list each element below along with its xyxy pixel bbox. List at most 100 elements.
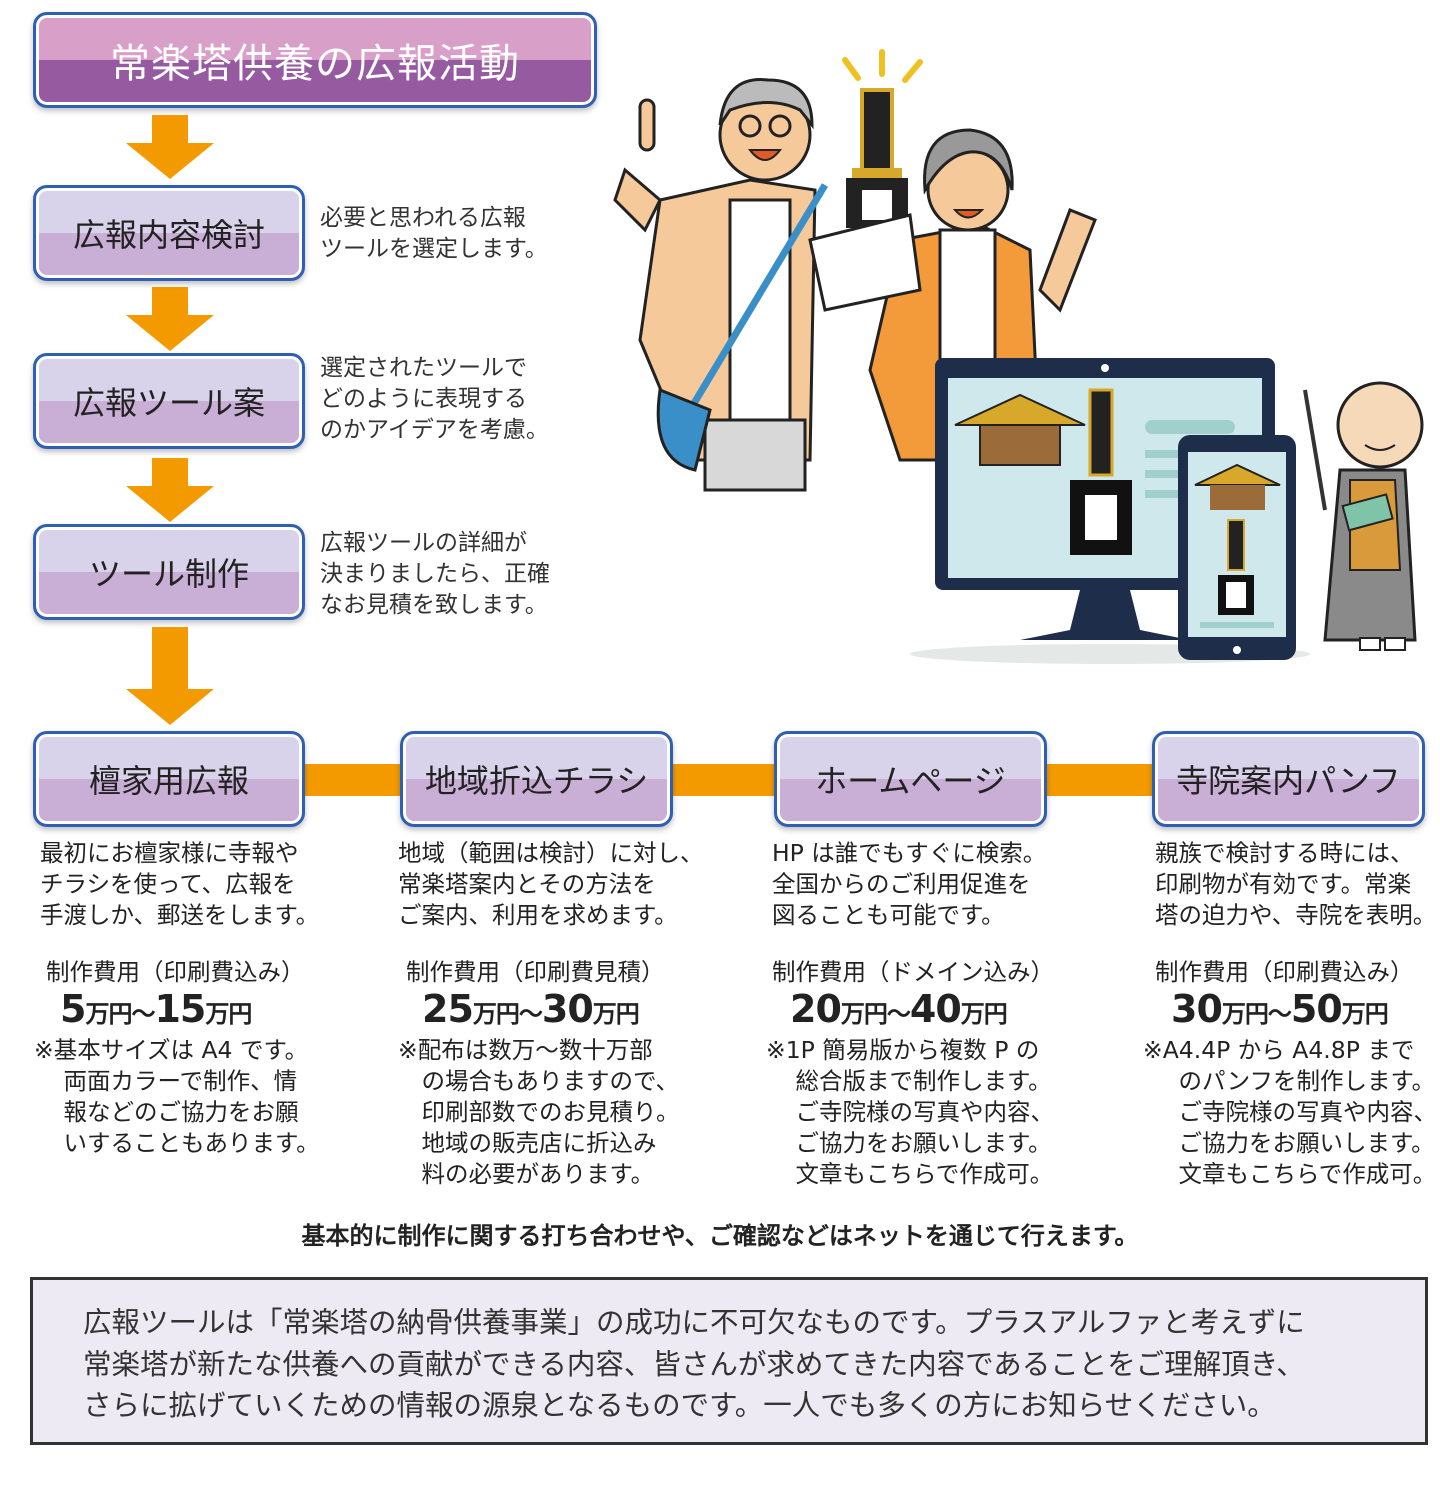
tool-details: 地域（範囲は検討）に対し、 常楽塔案内とその方法を ご案内、利用を求めます。 制… (398, 838, 704, 1190)
price-part: 万円 (472, 1000, 520, 1028)
price-part: 〜 (131, 1000, 155, 1028)
tool-details: HP は誰でもすぐに検索。 全国からのご利用促進を 図ることも可能です。 制作費… (766, 838, 1054, 1190)
message-box: 広報ツールは「常楽塔の納骨供養事業」の成功に不可欠なものです。プラスアルファと考… (30, 1277, 1428, 1445)
description-line: 広報ツールの詳細が (320, 530, 527, 556)
price-part: 万円 (85, 1000, 132, 1028)
online-note: 基本的に制作に関する打ち合わせや、ご確認などはネットを通じて行えます。 (301, 1222, 1139, 1250)
description-line: ツールを選定します。 (320, 236, 548, 262)
note-line: ご寺院様の写真や内容、 (1155, 1098, 1437, 1126)
note-line: 報などのご協力をお願 (40, 1098, 299, 1126)
page-title: 常楽塔供養の広報活動 (33, 12, 597, 108)
page-title-text: 常楽塔供養の広報活動 (110, 41, 520, 87)
step-description: 広報ツールの詳細が決まりましたら、正確なお見積を致します。 (320, 528, 550, 621)
note-line: 文章もこちらで作成可。 (772, 1160, 1054, 1188)
step-description: 選定されたツールでどのように表現するのかアイデアを考慮。 (320, 353, 549, 446)
description-line: 必要と思われる広報 (320, 205, 526, 231)
price-part: 25 (422, 987, 474, 1031)
description-line: 塔の迫力や、寺院を表明。 (1155, 901, 1437, 929)
description-line: 親族で検討する時には、 (1155, 839, 1414, 867)
tool-label: 檀家用広報 (88, 762, 249, 800)
description-line: のかアイデアを考慮。 (320, 417, 549, 443)
price-part: 40 (909, 987, 962, 1031)
note-line: の場合もありますので、 (398, 1067, 680, 1095)
price-range: 5万円〜15万円 (40, 988, 320, 1035)
note-line: 地域の販売店に折込み (398, 1129, 657, 1157)
tool-label: 寺院案内パンフ (1176, 762, 1401, 800)
note-line: 料の必要があります。 (398, 1160, 655, 1188)
description-line: 決まりましたら、正確 (320, 561, 550, 587)
cost-label: 制作費用（ドメイン込み） (772, 958, 1054, 986)
price-part: 50 (1290, 987, 1343, 1031)
connector-bar (673, 764, 774, 796)
connector-bar (305, 764, 400, 796)
price-part: 〜 (518, 1000, 543, 1028)
description-line: 選定されたツールで (320, 355, 527, 381)
price-range: 20万円〜40万円 (772, 988, 1054, 1035)
cost-label: 制作費用（印刷費込み） (46, 958, 305, 986)
note-line: 文章もこちらで作成可。 (1155, 1160, 1437, 1188)
step-tool-production: ツール制作 (33, 524, 305, 620)
description-line: 印刷物が有効です。常楽 (1155, 870, 1412, 898)
note-line: ご協力をお願いします。 (772, 1129, 1052, 1157)
price-part: 万円 (205, 1000, 252, 1028)
note-line: 両面カラーで制作、情 (40, 1067, 298, 1095)
note-line: ご寺院様の写真や内容、 (772, 1098, 1054, 1126)
price-range: 30万円〜50万円 (1155, 988, 1437, 1035)
sparkle-icon (842, 49, 923, 83)
illustration-people-devices (613, 49, 1424, 664)
note-line: ご協力をお願いします。 (1155, 1129, 1435, 1157)
tool-details: 親族で検討する時には、 印刷物が有効です。常楽 塔の迫力や、寺院を表明。 制作費… (1143, 838, 1437, 1190)
note-line: いすることもあります。 (40, 1129, 320, 1157)
message-line: さらに拡げていくための情報の源泉となるものです。一人でも多くの方にお知らせくださ… (83, 1389, 1276, 1422)
tool-homepage: ホームページ (774, 731, 1047, 827)
price-part: 15 (154, 987, 206, 1031)
step-label: 広報ツール案 (72, 384, 265, 422)
price-range: 25万円〜30万円 (398, 988, 704, 1035)
price-part: 30 (541, 987, 594, 1031)
cost-label: 制作費用（印刷費込み） (1155, 958, 1414, 986)
message-line: 広報ツールは「常楽塔の納骨供養事業」の成功に不可欠なものです。プラスアルファと考… (83, 1306, 1305, 1339)
price-part: 5 (60, 987, 86, 1031)
tool-details: 最初にお檀家様に寺報や チラシを使って、広報を 手渡しか、郵送をします。 制作費… (34, 838, 320, 1159)
price-part: 〜 (886, 1000, 911, 1028)
cost-label: 制作費用（印刷費見積） (406, 958, 665, 986)
description-line: チラシを使って、広報を (40, 870, 296, 898)
description-line: 最初にお檀家様に寺報や (40, 839, 299, 867)
description-line: なお見積を致します。 (320, 592, 548, 618)
description-line: ご案内、利用を求めます。 (398, 901, 678, 929)
price-part: 万円 (1221, 1000, 1269, 1028)
step-tool-plan: 広報ツール案 (33, 353, 305, 449)
description-line: 全国からのご利用促進を (772, 870, 1031, 898)
note-line: ※基本サイズは A4 です。 (34, 1036, 309, 1064)
note-line: ※A4.4P から A4.8P まで (1143, 1036, 1415, 1064)
note-line: ※1P 簡易版から複数 P の (766, 1036, 1040, 1064)
price-part: 〜 (1267, 1000, 1292, 1028)
price-part: 万円 (840, 1000, 888, 1028)
note-line: のパンフを制作します。 (1155, 1067, 1436, 1095)
note-line: 総合版まで制作します。 (772, 1067, 1052, 1095)
price-part: 万円 (1341, 1000, 1389, 1028)
step-content-review: 広報内容検討 (33, 185, 305, 281)
man-figure (613, 78, 829, 492)
tool-label: ホームページ (815, 762, 1006, 800)
memorial-tower-icon (846, 88, 908, 228)
step-description: 必要と思われる広報ツールを選定します。 (320, 203, 548, 265)
monk-figure (1303, 381, 1424, 651)
price-part: 万円 (592, 1000, 640, 1028)
description-line: 図ることも可能です。 (772, 901, 1005, 929)
note-line: ※配布は数万〜数十万部 (398, 1036, 653, 1064)
price-part: 30 (1171, 987, 1223, 1031)
description-line: 手渡しか、郵送をします。 (40, 901, 320, 929)
message-line: 常楽塔が新たな供養への貢献ができる内容、皆さんが求めてきた内容であることをご理解… (83, 1347, 1305, 1381)
price-part: 20 (790, 987, 842, 1031)
note-line: 印刷部数でのお見積り。 (398, 1098, 680, 1126)
description-line: 常楽塔案内とその方法を (398, 870, 656, 898)
description-line: どのように表現する (320, 386, 527, 412)
smartphone-icon (1178, 435, 1296, 660)
price-part: 万円 (960, 1000, 1008, 1028)
tool-temple-pamphlet: 寺院案内パンフ (1152, 731, 1425, 827)
tool-parishioner-newsletter: 檀家用広報 (33, 731, 305, 827)
step-label: ツール制作 (88, 555, 249, 593)
tool-label: 地域折込チラシ (424, 762, 649, 800)
description-line: HP は誰でもすぐに検索。 (772, 839, 1047, 867)
